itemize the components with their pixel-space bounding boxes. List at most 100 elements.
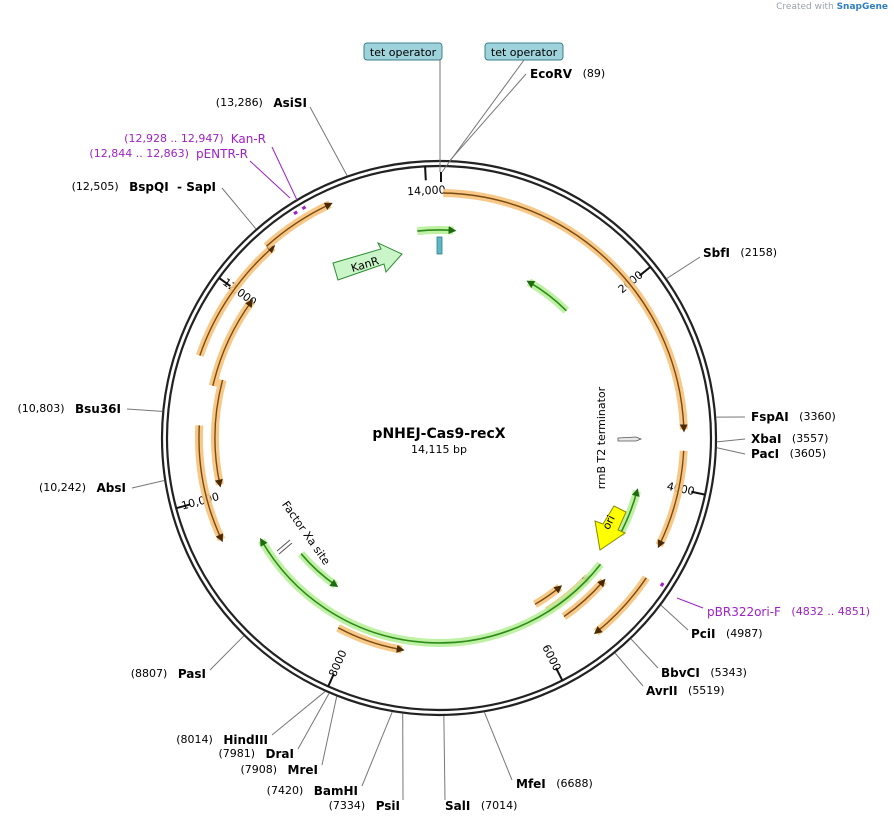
restriction-site[interactable]: (7334) PsiI xyxy=(329,713,404,813)
restriction-site[interactable]: (13,286) AsiSI xyxy=(216,96,348,176)
site-leader-line xyxy=(126,408,163,412)
site-name: PsiI xyxy=(376,799,400,813)
tet-operator-2[interactable]: tet operator xyxy=(484,42,564,61)
restriction-site[interactable]: (8014) HindIII xyxy=(176,691,326,747)
site-leader-line xyxy=(443,715,446,801)
site-name: SbfI xyxy=(703,246,730,260)
plasmid-size: 14,115 bp xyxy=(411,443,467,456)
backbone-inner-ring xyxy=(165,164,713,712)
site-label: SalI (7014) xyxy=(445,799,517,813)
restriction-site[interactable]: PciI (4987) xyxy=(660,604,763,641)
orf-arc-line xyxy=(199,245,276,356)
primer[interactable]: pBR322ori-F (4832 .. 4851) xyxy=(659,582,870,619)
ori-feature[interactable]: ori xyxy=(594,505,627,551)
site-label: XbaI (3557) xyxy=(751,432,828,446)
site-position: (89) xyxy=(572,67,605,80)
primer-leader xyxy=(271,146,298,201)
site-name: Bsu36I xyxy=(75,402,121,416)
site-name: XbaI xyxy=(751,432,781,446)
ori-label: ori xyxy=(600,513,618,532)
site-name: PasI xyxy=(178,667,206,681)
site-name: AbsI xyxy=(97,481,126,495)
restriction-site[interactable]: XbaI (3557) xyxy=(716,432,829,446)
tet-operator-1-label: tet operator xyxy=(370,46,437,59)
rrnb-terminator[interactable]: rrnB T2 terminator xyxy=(595,386,643,489)
restriction-site[interactable]: FspAI (3360) xyxy=(716,410,836,424)
inner-operator-feature xyxy=(436,236,443,255)
primer-name: pENTR-R xyxy=(196,147,248,161)
primer-leader xyxy=(249,160,291,199)
site-name: HindIII xyxy=(223,733,268,747)
site-extra-name: - SapI xyxy=(169,180,216,194)
site-label: (7981) DraI xyxy=(218,747,294,761)
primer-range: (12,928 .. 12,947) xyxy=(124,132,231,145)
orf-arc-line xyxy=(443,192,688,433)
tet-operator-mark xyxy=(440,172,442,182)
site-leader-line xyxy=(209,635,245,671)
restriction-site[interactable]: PacI (3605) xyxy=(716,447,826,461)
site-position: (10,242) xyxy=(39,481,97,494)
orf-arc[interactable] xyxy=(196,244,276,357)
restriction-sites: EcoRV (89) SbfI (2158) FspAI (3360) XbaI (3… xyxy=(17,67,835,813)
site-label: AvrII (5519) xyxy=(646,684,725,698)
site-label: (13,286) AsiSI xyxy=(216,96,307,110)
primer-label: (12,844 .. 12,863) pENTR-R xyxy=(89,147,248,161)
site-position: (8807) xyxy=(131,667,178,680)
restriction-site[interactable]: (10,803) Bsu36I xyxy=(17,402,163,416)
primer-name: Kan-R xyxy=(231,132,266,146)
restriction-site[interactable]: (7420) BamHI xyxy=(267,711,393,798)
restriction-site[interactable]: (7981) DraI xyxy=(218,693,330,761)
site-leader-line xyxy=(483,712,513,781)
tet-operator-1[interactable]: tet operator xyxy=(363,42,443,61)
restriction-site[interactable]: BbvCI (5343) xyxy=(630,638,747,680)
primer-mark xyxy=(659,582,665,587)
tet-operator-leader-2 xyxy=(441,59,525,173)
site-leader-line xyxy=(321,696,338,766)
primer-range: (12,844 .. 12,863) xyxy=(89,147,196,160)
site-position: (3360) xyxy=(789,410,836,423)
restriction-site[interactable]: SbfI (2158) xyxy=(666,246,777,279)
site-position: (12,505) xyxy=(72,180,130,193)
site-name: AvrII xyxy=(646,684,678,698)
primer[interactable]: (12,928 .. 12,947) Kan-R xyxy=(124,132,307,210)
backbone-outer-ring xyxy=(160,159,718,717)
site-name: EcoRV xyxy=(530,67,573,81)
site-leader-line xyxy=(271,691,326,736)
restriction-site[interactable]: MfeI (6688) xyxy=(483,712,593,791)
restriction-site[interactable]: AvrII (5519) xyxy=(614,652,725,698)
restriction-site[interactable]: (12,505) BspQI - SapI xyxy=(72,180,257,230)
scale-tick xyxy=(555,667,564,681)
site-label: (10,803) Bsu36I xyxy=(17,402,121,416)
orf-arc-line xyxy=(657,450,685,549)
site-label: (7334) PsiI xyxy=(329,799,400,813)
site-leader-line xyxy=(630,638,659,669)
site-position: (3605) xyxy=(779,447,826,460)
restriction-site[interactable]: EcoRV (89) xyxy=(449,67,605,161)
site-name: MreI xyxy=(288,763,318,777)
restriction-site[interactable]: (10,242) AbsI xyxy=(39,480,165,495)
scale-tick xyxy=(691,490,706,496)
orf-arc-line xyxy=(563,578,606,618)
orf-arc[interactable] xyxy=(263,200,332,250)
scale-tick-label: 8000 xyxy=(326,648,349,679)
site-position: (7334) xyxy=(329,799,376,812)
primer[interactable]: (12,844 .. 12,863) pENTR-R xyxy=(89,147,298,216)
site-name: SalI xyxy=(445,799,470,813)
restriction-site[interactable]: (8807) PasI xyxy=(131,635,245,681)
site-position: (10,803) xyxy=(17,402,75,415)
site-label: PciI (4987) xyxy=(691,627,763,641)
kanr-feature[interactable]: KanR xyxy=(332,241,403,281)
site-name: AsiSI xyxy=(273,96,307,110)
primer-mark xyxy=(293,210,298,216)
scale-tick-label: 10,000 xyxy=(180,490,221,513)
restriction-site[interactable]: (7908) MreI xyxy=(240,696,338,777)
orf-arc-line xyxy=(593,577,647,635)
site-position: (7420) xyxy=(267,784,314,797)
restriction-site[interactable]: SalI (7014) xyxy=(443,715,518,813)
primer-name: pBR322ori-F xyxy=(707,605,781,619)
site-label: SbfI (2158) xyxy=(703,246,777,260)
orf-arc-line xyxy=(214,379,224,488)
site-name: BbvCI xyxy=(661,666,700,680)
orf-arc[interactable] xyxy=(655,450,688,548)
primer-leader xyxy=(676,597,704,609)
